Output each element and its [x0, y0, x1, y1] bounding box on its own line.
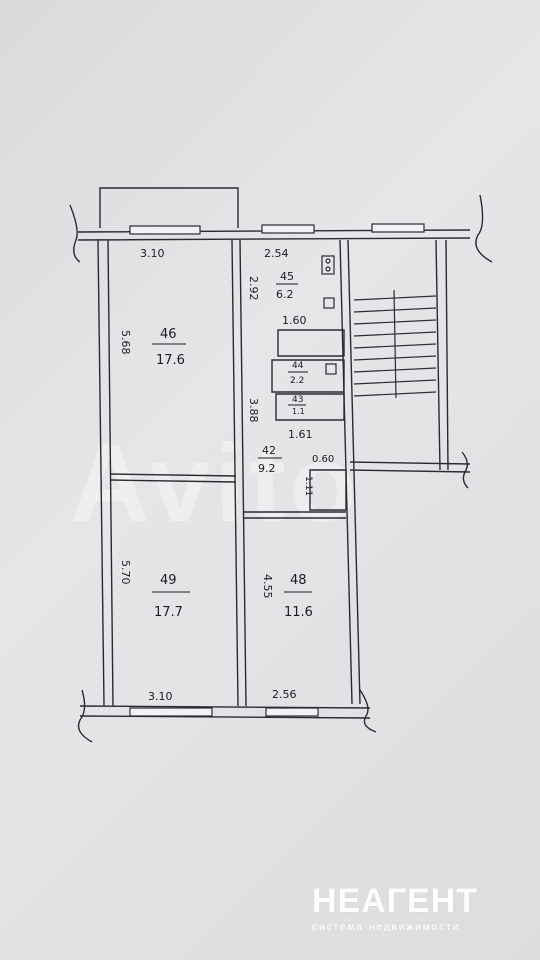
right-wall	[339, 239, 361, 705]
room-45-area: 6.2	[276, 288, 294, 301]
dim-small-height: 1.11	[303, 476, 313, 496]
room-43-id: 43	[292, 395, 303, 405]
toilet-icon	[325, 363, 337, 375]
stove-icon	[321, 255, 335, 275]
dim-bath-width: 1.60	[282, 314, 307, 327]
room-44-id: 44	[292, 361, 304, 371]
room-42-id: 42	[262, 444, 276, 457]
room-43-box	[275, 393, 345, 421]
stair-wall	[435, 239, 449, 471]
window-top-middle	[261, 224, 315, 234]
dim-kitchen-height: 2.92	[247, 276, 260, 301]
room-46-id: 46	[160, 327, 177, 342]
room-43-area: 1.1	[292, 407, 305, 416]
small-closet	[309, 469, 347, 511]
left-wall	[97, 239, 114, 707]
break-mark-top-right	[475, 194, 493, 263]
sink-icon	[323, 297, 335, 309]
break-mark-bottom-right	[359, 689, 377, 733]
bottom-wall	[79, 705, 371, 719]
landing-wall	[349, 461, 471, 473]
dim-small-width: 0.60	[312, 454, 334, 465]
window-bottom-left	[129, 707, 213, 717]
divider-46-49	[109, 473, 237, 483]
room-46-area: 17.6	[156, 353, 185, 368]
balcony-outline	[99, 187, 239, 228]
window-top-left	[129, 225, 201, 235]
walls	[69, 187, 493, 743]
break-mark-bottom-left	[77, 689, 93, 743]
divider-48	[244, 511, 346, 519]
dim-bottom-left-width: 3.10	[148, 690, 173, 703]
dim-top-kitchen-width: 2.54	[264, 247, 289, 260]
brand-subtitle: система недвижимости	[312, 922, 461, 933]
windows	[129, 223, 425, 717]
window-top-right	[371, 223, 425, 233]
dim-left-lower-height: 5.70	[119, 560, 132, 585]
bath-block	[277, 329, 345, 357]
dim-bottom-right-width: 2.56	[272, 688, 297, 701]
dimension-labels: 3.10 2.54 1.60 1.61 0.60 3.10 2.56 5.68 …	[119, 247, 334, 703]
room-45-id: 45	[280, 270, 294, 283]
fixtures	[321, 255, 337, 375]
dim-left-upper-height: 5.68	[119, 330, 132, 355]
room-48-area: 11.6	[284, 605, 313, 620]
avito-watermark: Avito	[70, 422, 361, 545]
dim-corridor-width: 1.61	[288, 428, 313, 441]
room-labels: 46 17.6 49 17.7 48 11.6 42 9.2 45 6.2 44…	[152, 270, 313, 620]
room-49-id: 49	[160, 573, 177, 588]
middle-wall	[231, 239, 247, 707]
dim-corridor-height: 3.88	[247, 398, 260, 423]
brand-logo: НЕАГЕНТ	[312, 882, 479, 920]
dim-middle-lower-height: 4.55	[261, 574, 274, 599]
dim-top-left-width: 3.10	[140, 247, 165, 260]
break-mark-top-left	[69, 204, 81, 263]
window-bottom-right	[265, 707, 319, 717]
staircase	[353, 289, 437, 399]
room-44-area: 2.2	[290, 376, 304, 386]
room-42-area: 9.2	[258, 462, 276, 475]
room-44-box	[271, 359, 345, 393]
room-48-id: 48	[290, 573, 307, 588]
break-mark-right	[461, 451, 469, 489]
room-49-area: 17.7	[154, 605, 183, 620]
